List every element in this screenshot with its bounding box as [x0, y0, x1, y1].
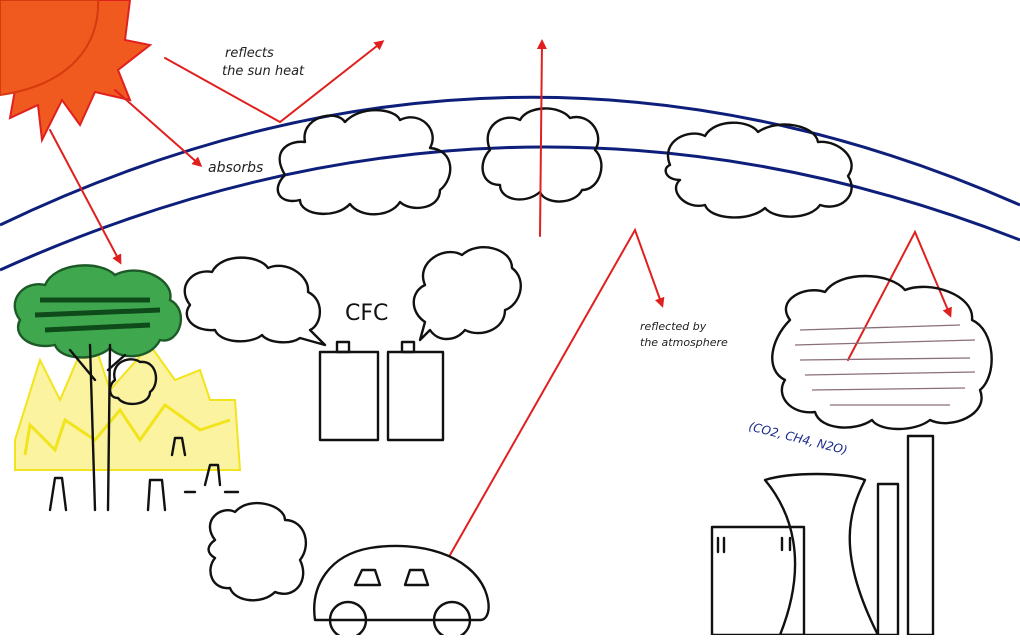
absorbs-label: absorbs — [208, 160, 263, 176]
cloud-icon — [183, 256, 327, 347]
incoming-ray — [49, 129, 122, 265]
cloud-icon — [412, 246, 522, 342]
cloud-icon — [276, 109, 452, 216]
sun-icon — [0, 0, 153, 144]
reflects-label: reflects — [225, 46, 274, 61]
gases-label: (CO2, CH4, N2O) — [747, 419, 849, 457]
factory-icon — [710, 434, 935, 637]
reflects-label-2: the sun heat — [222, 64, 305, 79]
reflected-ray — [164, 40, 385, 124]
cloud-icon — [481, 107, 603, 203]
escaping-ray — [536, 39, 547, 237]
absorbed-ray — [114, 89, 203, 167]
tree-icon — [13, 264, 242, 512]
cfc-can-icon — [318, 340, 445, 442]
reflected-label-2: the atmosphere — [640, 336, 728, 349]
car-icon — [207, 501, 490, 640]
smoke-cloud-icon — [771, 274, 993, 431]
cloud-icon — [664, 121, 853, 219]
cfc-label: CFC — [345, 301, 388, 326]
reflected-label: reflected by — [640, 320, 707, 333]
car-reflected-ray — [449, 227, 665, 556]
atmosphere-band — [0, 95, 1020, 272]
